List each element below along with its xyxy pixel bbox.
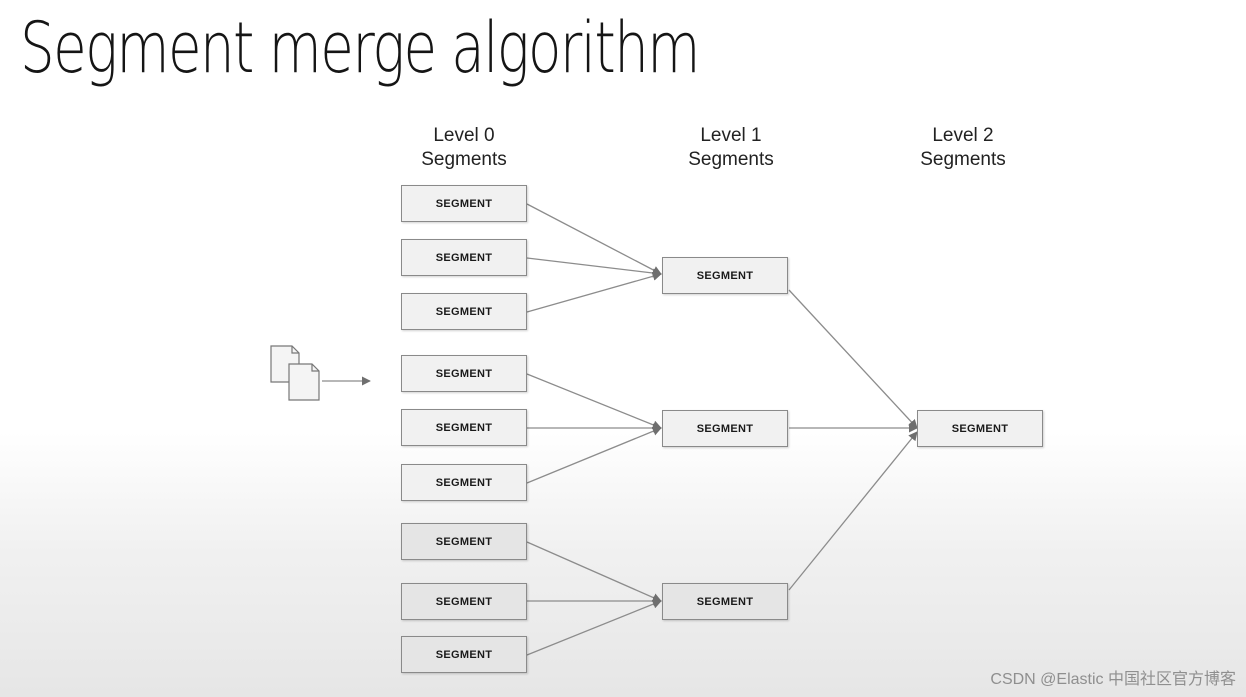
arrow-l0-4 [526,373,662,430]
level-0-segment: SEGMENT [401,409,527,446]
level-1-sublabel: Segments [688,149,774,170]
level-2-sublabel: Segments [920,149,1006,170]
documents-icon [270,345,320,401]
level-0-segment: SEGMENT [401,636,527,673]
level-2-header: Level 2 Segments [873,124,1053,172]
level-0-segment: SEGMENT [401,523,527,560]
level-2-label: Level 2 [932,125,994,146]
arrow-l0-7 [526,541,662,602]
level-1-segment: SEGMENT [662,257,788,294]
arrow-l0-6 [526,426,662,484]
level-0-label: Level 0 [433,125,495,146]
watermark: CSDN @Elastic 中国社区官方博客 [990,671,1236,688]
level-2-segment: SEGMENT [917,410,1043,447]
level-0-segment: SEGMENT [401,583,527,620]
level-0-segment: SEGMENT [401,293,527,330]
level-1-label: Level 1 [700,125,762,146]
arrow-l1-3 [788,431,918,591]
level-0-segment: SEGMENT [401,355,527,392]
level-1-segment: SEGMENT [662,410,788,447]
arrow-l0-1 [526,203,662,275]
arrow-l0-3 [526,271,662,313]
level-0-segment: SEGMENT [401,464,527,501]
level-0-segment: SEGMENT [401,185,527,222]
arrow-l0-2 [526,257,662,278]
level-0-segment: SEGMENT [401,239,527,276]
arrow-l1-1 [788,289,918,429]
arrow-l0-9 [526,599,662,656]
level-0-sublabel: Segments [421,149,507,170]
level-1-segment: SEGMENT [662,583,788,620]
level-1-header: Level 1 Segments [641,124,821,172]
slide-title: Segment merge algorithm [20,7,700,89]
level-0-header: Level 0 Segments [374,124,554,172]
